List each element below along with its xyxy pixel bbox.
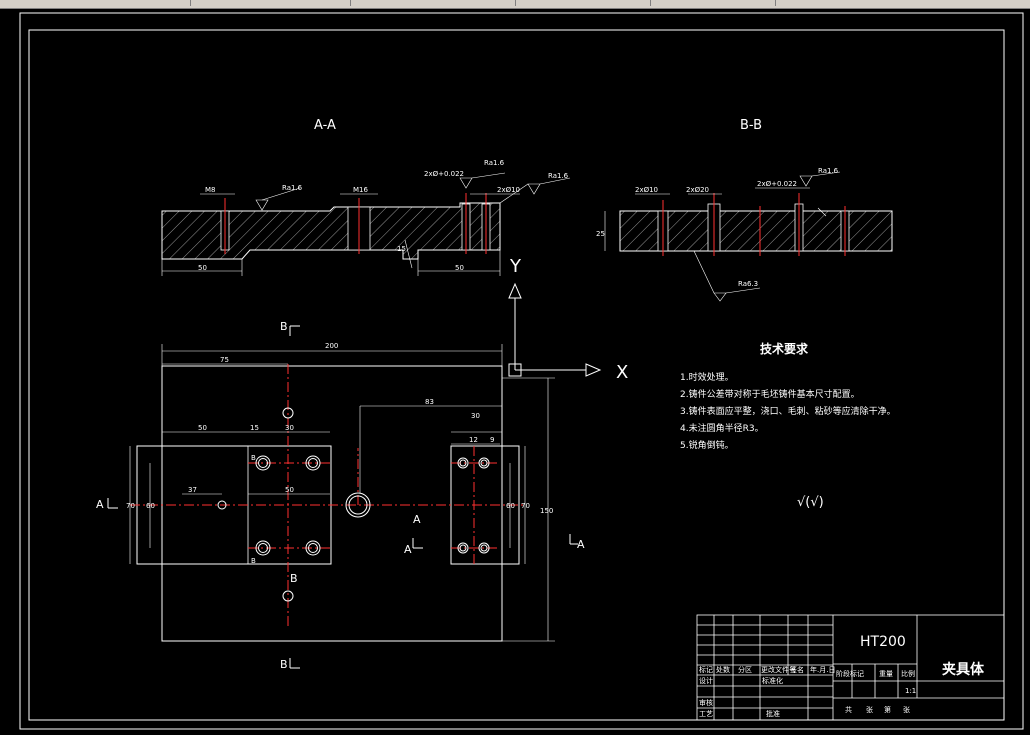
dim-bb-25: 25 (596, 230, 605, 238)
dim-aa-tol: 2xØ+0.022 (424, 170, 464, 178)
section-mark-b-bottom: B (280, 658, 288, 671)
dim-plan-30-left: 30 (285, 424, 294, 432)
axis-x-label: X (616, 362, 628, 383)
plan-holes (217, 407, 490, 602)
tech-req-item-2: 2.铸件公差带对称于毛坯铸件基本尺寸配置。 (680, 388, 860, 400)
material-label: HT200 (860, 634, 906, 650)
dim-aa-m16: M16 (353, 186, 368, 194)
dim-bb-2x20: 2xØ20 (686, 186, 709, 194)
toolbar-segment[interactable] (0, 0, 191, 6)
dim-aa-50-right: 50 (455, 264, 464, 272)
dim-bb-ra: Ra1.6 (818, 167, 839, 175)
tb-mark: 标记 (699, 665, 713, 674)
section-mark-a-mid: A (404, 543, 412, 556)
axis-y-label: Y (509, 256, 522, 277)
tb-standardize: 标准化 (762, 676, 783, 685)
dim-plan-60-left: 60 (146, 502, 155, 510)
tb-sign: 签名 (790, 665, 804, 674)
dim-aa-ra-left: Ra1.6 (282, 184, 303, 192)
tb-review: 审核 (699, 698, 713, 707)
tb-docno: 更改文件号 (761, 665, 796, 674)
section-mark-a-mid-upper: A (413, 513, 421, 526)
dim-plan-70-right: 70 (521, 502, 530, 510)
plan-centerlines (130, 364, 525, 626)
dim-plan-75: 75 (220, 356, 229, 364)
stage-mark-label: 阶段标记 (836, 669, 864, 678)
ucs-axis-icon (508, 282, 602, 377)
scale-value: 1:1 (905, 687, 916, 695)
dim-plan-12: 12 (469, 436, 478, 444)
section-mark-b-hole-bottom: B (251, 557, 256, 565)
dim-plan-83: 83 (425, 398, 434, 406)
section-mark-b-hole-top: B (251, 454, 256, 462)
bb-centerlines (662, 193, 846, 256)
tb-date: 年.月.日 (810, 665, 835, 674)
dim-aa-ra-mid: Ra1.6 (484, 159, 505, 167)
page-label: 第 (884, 705, 891, 714)
section-mark-b-lower: B (290, 572, 298, 585)
tech-req-item-5: 5.锐角倒钝。 (680, 439, 734, 451)
drawing-canvas[interactable]: A-A (0, 8, 1030, 735)
section-aa-title: A-A (314, 118, 336, 133)
dim-plan-50-top: 50 (198, 424, 207, 432)
tb-zone: 分区 (738, 665, 752, 674)
dim-plan-30-right: 30 (471, 412, 480, 420)
tech-req-title: 技术要求 (760, 341, 809, 356)
tech-req-item-1: 1.时效处理。 (680, 371, 734, 383)
dim-plan-9: 9 (490, 436, 494, 444)
dim-plan-50-mid: 50 (285, 486, 294, 494)
plan-view: 200 75 83 50 15 30 30 12 9 37 50 70 60 7… (96, 320, 585, 671)
dim-plan-200: 200 (325, 342, 338, 350)
sheet-label: 张 (866, 705, 873, 714)
tb-count: 处数 (716, 665, 730, 674)
dim-aa-15: 15 (397, 245, 406, 253)
scale-label: 比例 (901, 669, 915, 678)
aa-centerlines (224, 193, 487, 254)
section-bb-title: B-B (740, 118, 762, 133)
dim-plan-60-right: 60 (506, 502, 515, 510)
dim-bb-tol: 2xØ+0.022 (757, 180, 797, 188)
dim-bb-ra-bottom: Ra6.3 (738, 280, 758, 288)
tb-process: 工艺 (699, 710, 713, 718)
plan-base-outline (161, 365, 503, 642)
total-label: 共 (845, 705, 852, 714)
dim-plan-70-left: 70 (126, 502, 135, 510)
roughness-note: √(√) (797, 495, 824, 510)
toolbar-segment[interactable] (190, 0, 351, 6)
dim-aa-50-left: 50 (198, 264, 207, 272)
tb-approve: 批准 (766, 709, 780, 718)
toolbar-segment[interactable] (515, 0, 651, 6)
section-bb-view: 2xØ10 2xØ20 2xØ+0.022 Ra1.6 Ra6.3 25 (596, 167, 893, 302)
section-mark-a-left: A (96, 498, 104, 511)
section-aa-profile (161, 202, 501, 260)
weight-label: 重量 (879, 670, 893, 678)
section-aa-view: 50 50 M8 M16 2xØ10 Ra1.6 Ra1.6 Ra1.6 2xØ… (161, 159, 571, 276)
tb-design: 设计 (699, 676, 713, 685)
tech-req-item-4: 4.未注圆角半径R3。 (680, 422, 764, 434)
dim-aa-2x10: 2xØ10 (497, 186, 520, 194)
cad-toolbar-strip (0, 0, 1030, 9)
outer-frame (19, 12, 1024, 730)
dim-aa-m8: M8 (205, 186, 216, 194)
section-mark-b-top: B (280, 320, 288, 333)
section-mark-a-right: A (577, 538, 585, 551)
inner-frame (28, 29, 1005, 721)
toolbar-segment[interactable] (350, 0, 516, 6)
page-sheet-label: 张 (903, 705, 910, 714)
dim-plan-15: 15 (250, 424, 259, 432)
part-name-label: 夹具体 (942, 661, 985, 678)
tech-req-item-3: 3.铸件表面应平整，浇口、毛刺、粘砂等应清除干净。 (680, 405, 896, 417)
tech-requirements: 技术要求 1.时效处理。 2.铸件公差带对称于毛坯铸件基本尺寸配置。 3.铸件表… (680, 341, 896, 510)
dim-plan-150: 150 (540, 507, 553, 515)
title-block (696, 614, 1005, 721)
dim-plan-37: 37 (188, 486, 197, 494)
toolbar-segment[interactable] (650, 0, 776, 6)
dim-aa-ra-right: Ra1.6 (548, 172, 569, 180)
dim-bb-2x10: 2xØ10 (635, 186, 658, 194)
